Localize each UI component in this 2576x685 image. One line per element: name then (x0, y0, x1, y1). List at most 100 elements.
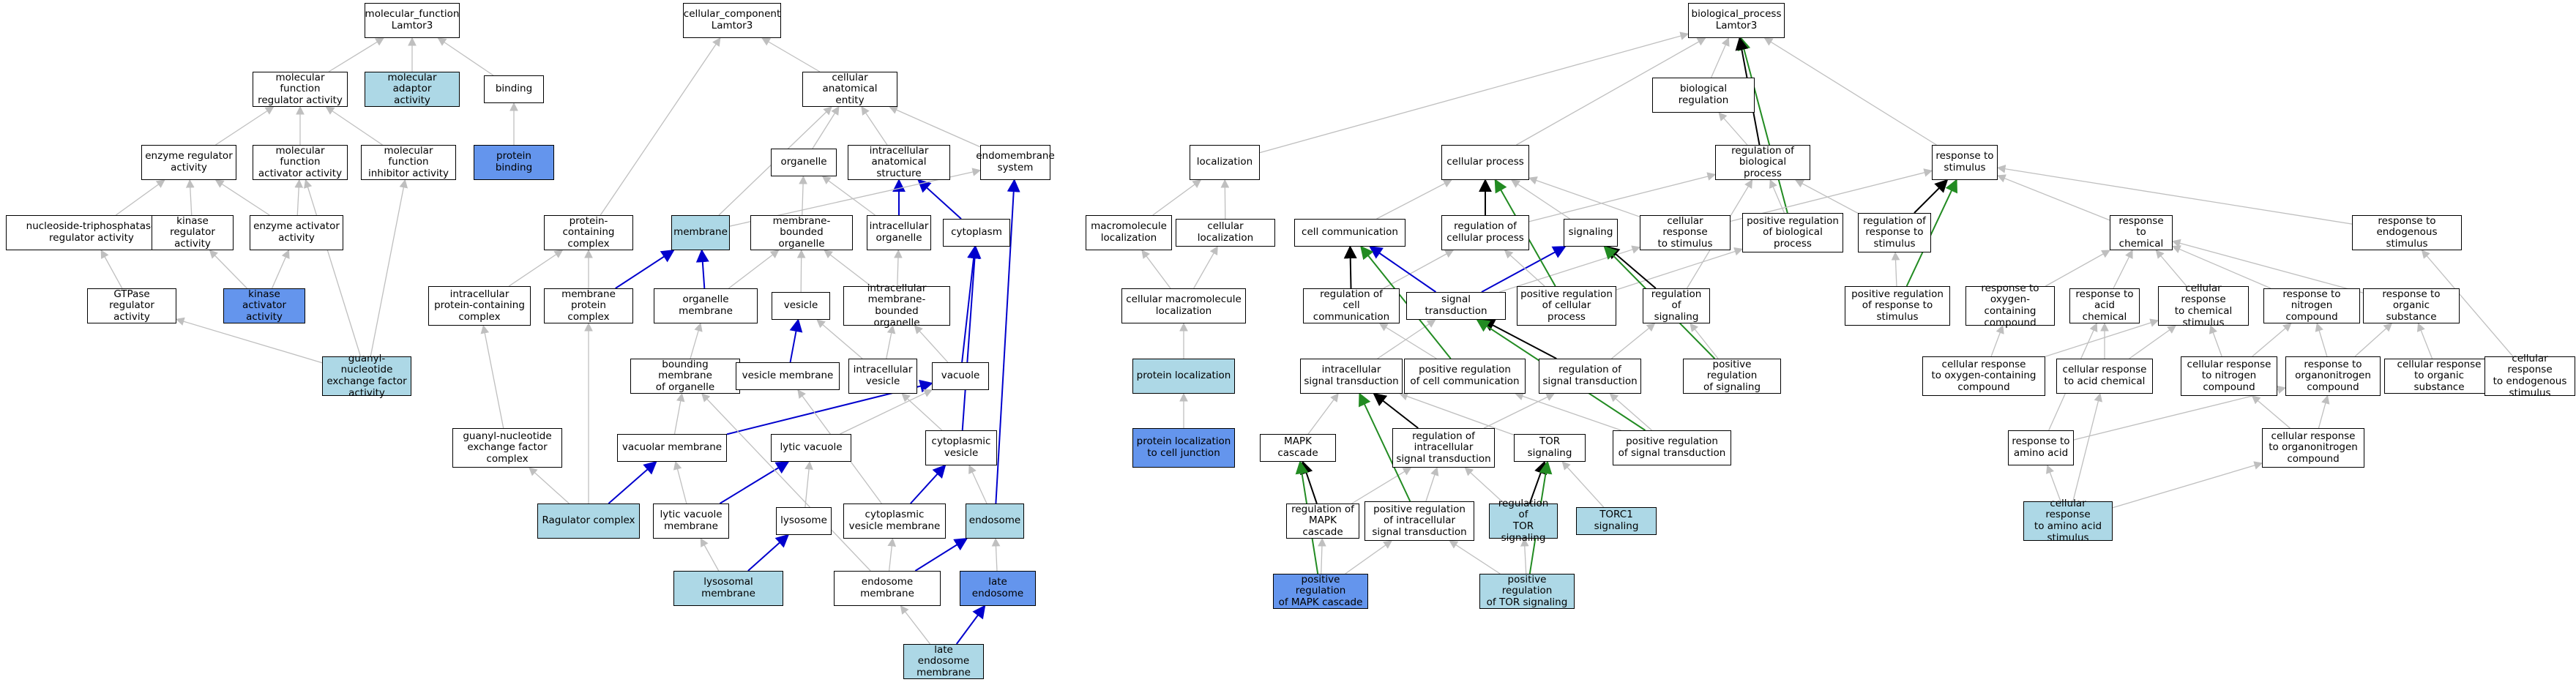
node-cell-macro-loc[interactable]: cellular macromolecule localization (1121, 288, 1246, 323)
node-prot-loc[interactable]: protein localization (1132, 359, 1235, 394)
node-prot-complex[interactable]: protein-containing complex (544, 215, 633, 250)
node-cell-resp-aa[interactable]: cellular response to amino acid stimulus (2023, 498, 2113, 543)
node-pos-reg-sig[interactable]: positive regulation of signaling (1683, 359, 1781, 394)
node-mol-adaptor[interactable]: molecular adaptor activity (365, 72, 460, 107)
node-mf-reg[interactable]: molecular function regulator activity (253, 72, 348, 107)
node-tor-sig[interactable]: TOR signaling (1514, 434, 1586, 462)
node-lytic-vac[interactable]: lytic vacuole (771, 434, 851, 462)
node-resp-orgn-comp[interactable]: response to organonitrogen compound (2285, 356, 2381, 396)
node-lysosome[interactable]: lysosome (776, 507, 832, 535)
node-torc1[interactable]: TORC1 signaling (1576, 507, 1657, 535)
node-resp-acid[interactable]: response to acid chemical (2069, 288, 2140, 323)
node-kin-act[interactable]: kinase activator activity (223, 288, 305, 323)
node-pos-reg-resp-stim[interactable]: positive regulation of response to stimu… (1845, 286, 1950, 326)
node-reg-cp[interactable]: regulation of cellular process (1441, 215, 1529, 250)
node-pos-reg-cp[interactable]: positive regulation of cellular process (1517, 286, 1616, 326)
node-cell-loc[interactable]: cellular localization (1176, 219, 1275, 247)
node-mf-inh[interactable]: molecular function inhibitor activity (361, 145, 456, 180)
node-reg-tor[interactable]: regulation of TOR signaling (1489, 498, 1558, 543)
node-org-mem[interactable]: organelle membrane (654, 288, 758, 323)
node-gnef-complex[interactable]: guanyl-nucleotide exchange factor comple… (452, 428, 562, 468)
node-cell-resp-chem[interactable]: cellular response to chemical stimulus (2158, 282, 2249, 328)
node-organelle[interactable]: organelle (771, 149, 837, 176)
node-cc-root[interactable]: cellular_component Lamtor3 (683, 3, 781, 38)
node-sig-trans[interactable]: signal transduction (1406, 292, 1506, 320)
node-cell-resp-orgn[interactable]: cellular response to organonitrogen comp… (2262, 428, 2364, 468)
node-endosome[interactable]: endosome (966, 504, 1024, 539)
node-ic-org[interactable]: intracellular organelle (867, 215, 931, 250)
node-late-endo-mem[interactable]: late endosome membrane (903, 644, 984, 679)
node-pos-reg-bp[interactable]: positive regulation of biological proces… (1742, 213, 1843, 252)
node-bound-mem[interactable]: bounding membrane of organelle (630, 359, 740, 394)
node-pos-reg-ic-sig[interactable]: positive regulation of intracellular sig… (1364, 501, 1474, 541)
node-reg-bp[interactable]: regulation of biological process (1715, 145, 1810, 180)
node-resp-org-sub[interactable]: response to organic substance (2363, 288, 2460, 323)
node-cell-resp-ncomp[interactable]: cellular response to nitrogen compound (2181, 356, 2277, 396)
node-resp-endo-stim[interactable]: response to endogenous stimulus (2352, 215, 2462, 250)
node-late-endo[interactable]: late endosome (960, 571, 1036, 606)
node-vacuole[interactable]: vacuole (932, 362, 989, 390)
node-pos-reg-sig-trans[interactable]: positive regulation of signal transducti… (1613, 430, 1731, 465)
node-signaling[interactable]: signaling (1564, 219, 1618, 247)
node-ias[interactable]: intracellular anatomical structure (848, 145, 950, 180)
node-bp-root[interactable]: biological_process Lamtor3 (1688, 3, 1785, 38)
node-reg-ic-sig[interactable]: regulation of intracellular signal trans… (1392, 428, 1495, 468)
node-resp-ocomp[interactable]: response to oxygen-containing compound (1965, 282, 2055, 328)
node-cell-resp-stim[interactable]: cellular response to stimulus (1640, 215, 1731, 250)
node-protein-binding[interactable]: protein binding (474, 145, 554, 180)
node-vac-mem[interactable]: vacuolar membrane (617, 434, 727, 462)
node-resp-chem[interactable]: response to chemical (2110, 215, 2173, 250)
node-ic-ves[interactable]: intracellular vesicle (848, 359, 917, 394)
node-cell-resp-org-sub[interactable]: cellular response to organic substance (2384, 359, 2494, 394)
node-resp-ncomp[interactable]: response to nitrogen compound (2263, 288, 2360, 323)
node-mpc[interactable]: membrane protein complex (544, 288, 633, 323)
node-reg-sig[interactable]: regulation of signaling (1643, 288, 1710, 323)
node-bio-reg[interactable]: biological regulation (1652, 78, 1755, 113)
node-pos-reg-cell-comm[interactable]: positive regulation of cell communicatio… (1404, 359, 1526, 394)
node-ves-mem[interactable]: vesicle membrane (736, 362, 840, 390)
node-cytoplasm[interactable]: cytoplasm (943, 219, 1010, 247)
node-cyt-ves-mem[interactable]: cytoplasmic vesicle membrane (843, 504, 946, 539)
node-membrane[interactable]: membrane (671, 215, 730, 250)
node-pos-reg-tor[interactable]: positive regulation of TOR signaling (1479, 574, 1575, 609)
node-pos-reg-mapk[interactable]: positive regulation of MAPK cascade (1273, 574, 1368, 609)
node-endo-mem[interactable]: endosome membrane (834, 571, 941, 606)
node-resp-aa[interactable]: response to amino acid (2008, 430, 2074, 465)
node-cell-comm[interactable]: cell communication (1294, 219, 1405, 247)
node-ic-sig-trans[interactable]: intracellular signal transduction (1300, 359, 1403, 394)
node-lytic-vac-mem[interactable]: lytic vacuole membrane (653, 504, 729, 539)
node-mf-root[interactable]: molecular_function Lamtor3 (365, 3, 460, 38)
node-lys-mem[interactable]: lysosomal membrane (673, 571, 783, 606)
node-cell-resp-ocomp[interactable]: cellular response to oxygen-containing c… (1922, 356, 2045, 396)
node-ragulator[interactable]: Ragulator complex (537, 504, 640, 539)
node-kin-reg[interactable]: kinase regulator activity (152, 215, 234, 250)
node-gnef[interactable]: guanyl-nucleotide exchange factor activi… (322, 353, 411, 398)
node-cyt-ves[interactable]: cytoplasmic vesicle (925, 430, 997, 465)
node-enz-reg[interactable]: enzyme regulator activity (141, 145, 236, 180)
node-reg-sig-trans[interactable]: regulation of signal transduction (1539, 359, 1641, 394)
node-macro-loc[interactable]: macromolecule localization (1086, 215, 1172, 250)
node-mapk[interactable]: MAPK cascade (1260, 434, 1336, 462)
edge-cell_resp_acid-to-cell_resp_chem (2129, 325, 2176, 359)
node-localization[interactable]: localization (1190, 145, 1260, 180)
node-cell-proc[interactable]: cellular process (1441, 145, 1529, 180)
node-reg-resp-stim[interactable]: regulation of response to stimulus (1858, 213, 1931, 252)
edge-imbo-to-mbo (824, 250, 872, 287)
node-cae[interactable]: cellular anatomical entity (802, 72, 897, 107)
node-mf-act[interactable]: molecular function activator activity (253, 145, 348, 180)
node-enz-act[interactable]: enzyme activator activity (250, 215, 343, 250)
node-mbo[interactable]: membrane-bounded organelle (750, 215, 853, 250)
node-vesicle[interactable]: vesicle (772, 292, 830, 320)
node-binding[interactable]: binding (484, 75, 544, 103)
node-reg-cell-comm[interactable]: regulation of cell communication (1303, 288, 1400, 323)
node-cell-resp-acid[interactable]: cellular response to acid chemical (2056, 359, 2153, 394)
node-cell-resp-endo[interactable]: cellular response to endogenous stimulus (2484, 353, 2575, 398)
node-ic-pcc[interactable]: intracellular protein-containing complex (428, 286, 531, 326)
node-reg-mapk[interactable]: regulation of MAPK cascade (1286, 504, 1359, 539)
node-imbo[interactable]: intracellular membrane-bounded organelle (843, 282, 950, 328)
node-ntp-reg[interactable]: nucleoside-triphosphatase regulator acti… (5, 215, 178, 250)
node-endomem-sys[interactable]: endomembrane system (976, 145, 1055, 180)
node-prot-loc-cj[interactable]: protein localization to cell junction (1132, 428, 1235, 468)
node-gtpase-reg[interactable]: GTPase regulator activity (87, 288, 176, 323)
node-resp-stim[interactable]: response to stimulus (1932, 145, 1998, 180)
